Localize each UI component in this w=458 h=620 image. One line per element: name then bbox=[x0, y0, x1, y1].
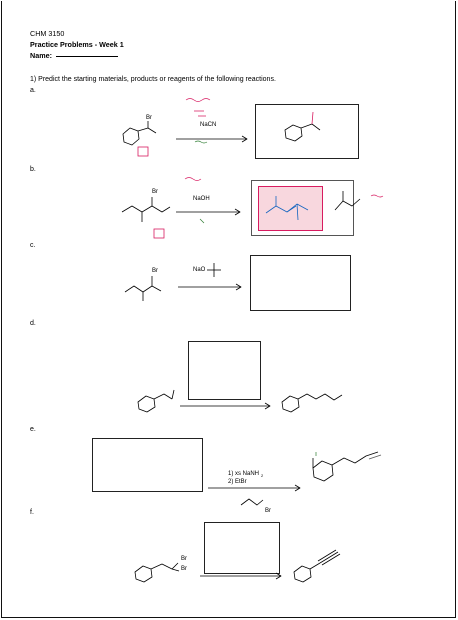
part-c-br-label: Br bbox=[152, 268, 158, 274]
part-c-product-box[interactable] bbox=[250, 255, 351, 311]
part-d-reagent-box[interactable] bbox=[188, 341, 261, 400]
part-e-reagent-2: 2) EtBr bbox=[228, 479, 247, 485]
part-a-mark-box bbox=[137, 146, 149, 157]
part-a-green-note bbox=[194, 140, 208, 144]
part-b-minor-product bbox=[334, 198, 361, 211]
part-a-start-ring bbox=[122, 127, 140, 146]
part-b-br-label: Br bbox=[152, 189, 158, 195]
part-b-highlighted-answer bbox=[258, 186, 323, 231]
part-c-start-chain bbox=[124, 285, 162, 293]
worksheet-title: Practice Problems - Week 1 bbox=[30, 40, 124, 49]
part-b-mark-box bbox=[153, 228, 165, 239]
part-c-label: c. bbox=[30, 242, 36, 249]
part-a-label: a. bbox=[30, 87, 36, 94]
question-prompt: 1) Predict the starting materials, produ… bbox=[30, 76, 276, 83]
part-b-green-note bbox=[199, 218, 205, 224]
part-b-side-note bbox=[370, 194, 384, 198]
part-a-product-ring bbox=[284, 124, 303, 142]
part-b-reagent: NaOH bbox=[193, 196, 210, 202]
part-e-starting-material-box[interactable] bbox=[92, 438, 203, 492]
part-d-product-ring bbox=[281, 395, 300, 413]
part-e-label: e. bbox=[30, 426, 36, 433]
part-f-label: f. bbox=[30, 509, 34, 516]
part-b-annotation-squiggle bbox=[184, 177, 202, 181]
part-c-reagent: NaO bbox=[193, 267, 206, 273]
part-f-product-ring bbox=[293, 565, 312, 583]
part-a-start-chain bbox=[137, 127, 157, 134]
part-e-etbr-sketch bbox=[240, 498, 264, 506]
part-b-label: b. bbox=[30, 166, 36, 173]
part-f-reagent-box[interactable] bbox=[204, 522, 280, 574]
part-a-reagent: NaCN bbox=[200, 122, 217, 128]
part-a-annotation-squiggle bbox=[185, 98, 211, 102]
course-code: CHM 3150 bbox=[30, 29, 65, 38]
name-blank-line[interactable] bbox=[56, 56, 118, 57]
part-e-br-label: Br bbox=[265, 508, 271, 514]
part-f-start-ring bbox=[134, 565, 153, 583]
part-e-reagent-1: 1) xs NaNH bbox=[228, 471, 260, 477]
name-label: Name: bbox=[30, 51, 52, 60]
nanh2-subscript: 2 bbox=[261, 473, 264, 478]
part-f-br-label-2: Br bbox=[181, 566, 187, 572]
part-b-product-box-outer[interactable] bbox=[251, 180, 354, 236]
part-b-start-chain bbox=[121, 205, 171, 213]
part-d-label: d. bbox=[30, 320, 36, 327]
part-a-product-box[interactable] bbox=[255, 104, 359, 159]
part-f-br-label-1: Br bbox=[181, 556, 187, 562]
part-a-br-label: Br bbox=[146, 115, 152, 121]
part-a-annotation-note bbox=[194, 110, 206, 117]
part-e-product-ring bbox=[312, 460, 334, 482]
part-d-start-ring bbox=[137, 395, 156, 413]
